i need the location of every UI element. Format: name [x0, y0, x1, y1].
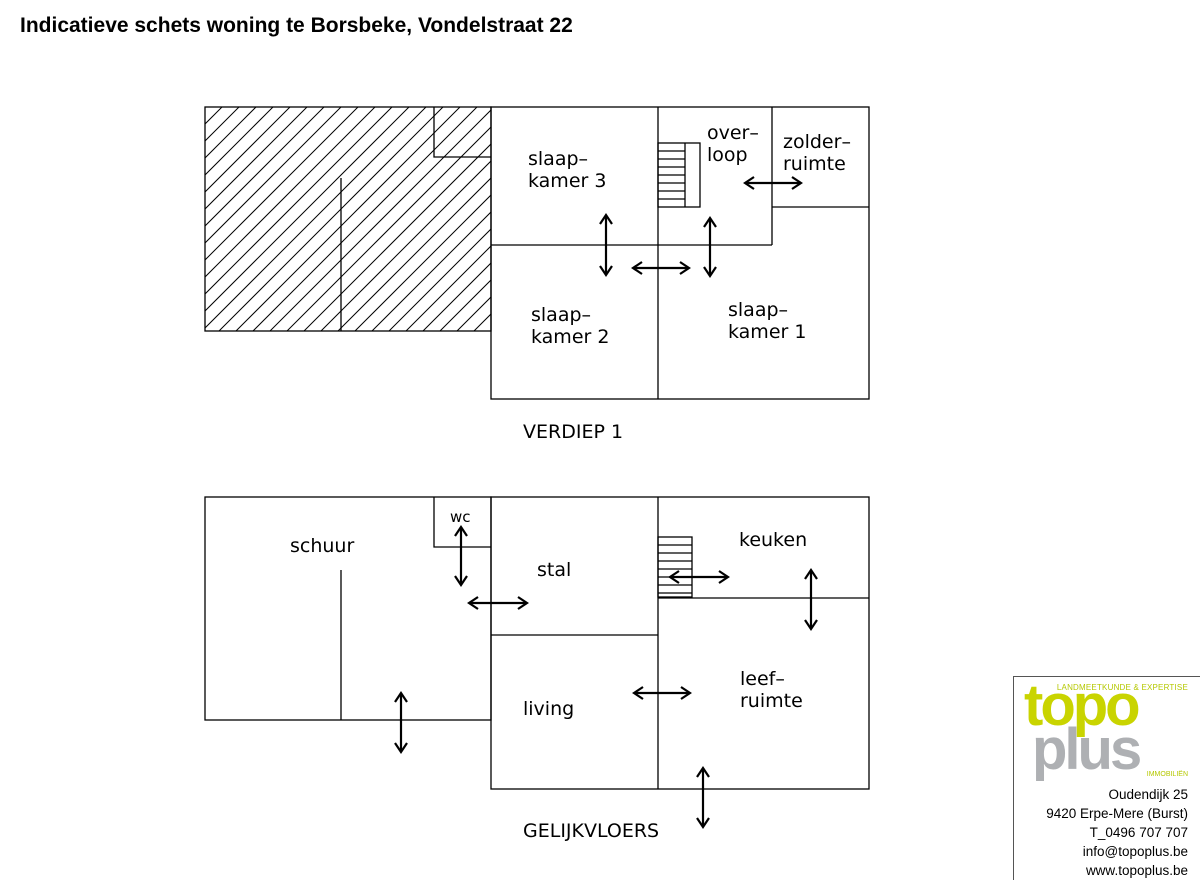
- ground-floor-outline: [490, 496, 870, 790]
- room-label-slaapkamer-3: slaap–kamer 3: [528, 148, 606, 192]
- contact-city: 9420 Erpe-Mere (Burst): [1046, 806, 1188, 821]
- logo-word-plus: plus: [1032, 717, 1142, 782]
- logo-subtitle: IMMOBILIËN: [1146, 771, 1188, 778]
- contact-website[interactable]: www.topoplus.be: [1085, 863, 1188, 878]
- floor-label-verdiep: VERDIEP 1: [523, 421, 623, 443]
- room-label-overloop: over–loop: [707, 122, 759, 166]
- page-title: Indicatieve schets woning te Borsbeke, V…: [20, 14, 573, 37]
- wall: [433, 107, 491, 158]
- double-arrow-icon: [804, 568, 818, 631]
- double-arrow-icon: [668, 570, 730, 584]
- room-label-slaapkamer-1: slaap–kamer 1: [728, 299, 806, 343]
- room-label-wc: wc: [450, 508, 471, 526]
- wall: [433, 497, 491, 548]
- double-arrow-icon: [467, 596, 529, 610]
- double-arrow-icon: [454, 525, 468, 587]
- contact-street: Oudendijk 25: [1108, 787, 1188, 802]
- upper-floor-outline: [490, 106, 870, 400]
- room-label-schuur: schuur: [290, 535, 354, 557]
- schuur-outline: [204, 496, 492, 721]
- company-logo-box: LANDMEETKUNDE & EXPERTISE topo plus IMMO…: [1013, 676, 1200, 880]
- staircase-icon: [657, 142, 701, 208]
- floor-label-gelijkvloers: GELIJKVLOERS: [523, 820, 659, 842]
- double-arrow-icon: [599, 213, 613, 277]
- double-arrow-icon: [696, 766, 710, 829]
- contact-block: Oudendijk 25 9420 Erpe-Mere (Burst) T_04…: [1046, 785, 1188, 880]
- double-arrow-icon: [631, 261, 691, 275]
- room-label-slaapkamer-2: slaap–kamer 2: [531, 304, 609, 348]
- room-label-living: living: [523, 698, 574, 720]
- logo-tagline: LANDMEETKUNDE & EXPERTISE: [1056, 683, 1188, 692]
- room-label-zolderruimte: zolder–ruimte: [783, 131, 851, 175]
- logo-word-topo: topo: [1024, 673, 1141, 738]
- double-arrow-icon: [743, 176, 803, 190]
- room-label-stal: stal: [537, 559, 571, 581]
- room-label-keuken: keuken: [739, 529, 807, 551]
- staircase-icon: [657, 536, 693, 598]
- double-arrow-icon: [394, 691, 408, 754]
- room-label-leefruimte: leef–ruimte: [740, 668, 803, 712]
- double-arrow-icon: [632, 686, 692, 700]
- upper-floor-plan: slaap–kamer 3 over–loop zolder–ruimte sl…: [204, 106, 870, 443]
- contact-phone: T_0496 707 707: [1089, 825, 1188, 840]
- ground-floor-plan: schuur wc stal keuken living leef–ruimte…: [204, 496, 870, 842]
- double-arrow-icon: [703, 216, 717, 278]
- contact-email[interactable]: info@topoplus.be: [1082, 844, 1188, 859]
